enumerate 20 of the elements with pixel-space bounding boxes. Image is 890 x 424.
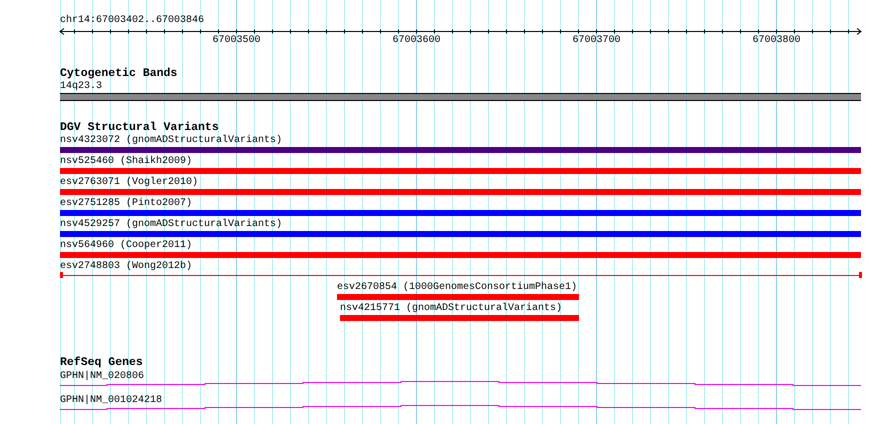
- coordinate-range-label: chr14:67003402..67003846: [60, 15, 204, 26]
- variant-label: nsv564960 (Cooper2011): [60, 240, 192, 251]
- track-title: Cytogenetic Bands: [60, 68, 178, 80]
- variant-label: nsv4323072 (gnomADStructuralVariants): [60, 135, 282, 146]
- variant-label: nsv4529257 (gnomADStructuralVariants): [60, 219, 282, 230]
- gene-label: GPHN|NM_001024218: [60, 395, 162, 406]
- band-label: 14q23.3: [60, 81, 102, 92]
- variant-label: nsv4215771 (gnomADStructuralVariants): [340, 303, 562, 314]
- track-title: RefSeq Genes: [60, 357, 143, 369]
- variant-label: esv2751285 (Pinto2007): [60, 198, 192, 209]
- track-title: DGV Structural Variants: [60, 122, 219, 134]
- axis-tick-label: 67003700: [572, 35, 620, 46]
- axis-tick-label: 67003500: [212, 35, 260, 46]
- axis-tick-label: 67003800: [752, 35, 800, 46]
- gene-label: GPHN|NM_020806: [60, 371, 144, 382]
- axis-tick-label: 67003600: [392, 35, 440, 46]
- variant-label: esv2748803 (Wong2012b): [60, 261, 192, 272]
- variant-label: nsv525460 (Shaikh2009): [60, 156, 192, 167]
- variant-label: esv2670854 (1000GenomesConsortiumPhase1): [337, 282, 578, 293]
- variant-label: esv2763071 (Vogler2010): [60, 177, 198, 188]
